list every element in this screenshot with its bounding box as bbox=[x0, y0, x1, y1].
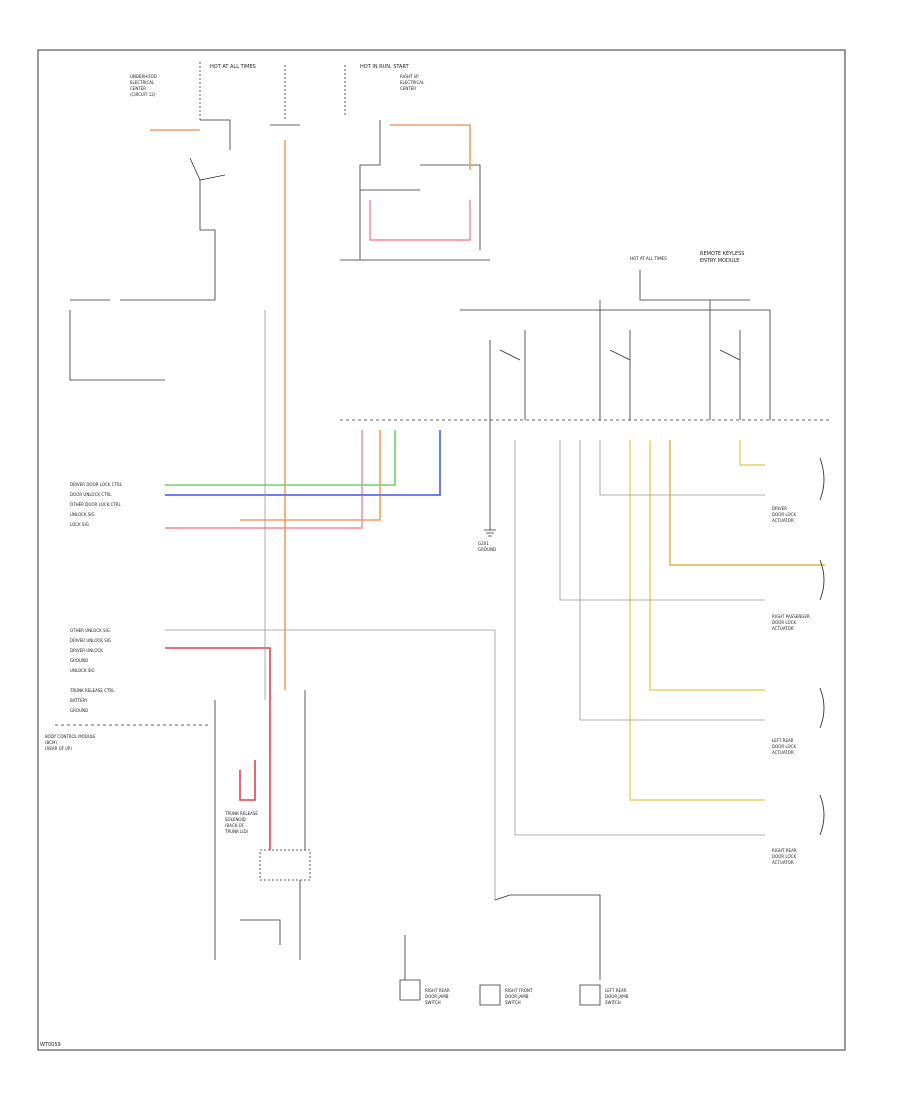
bcm-title-2: (BCM) bbox=[45, 740, 57, 745]
bottom-comp-rf-1: RIGHT FRONT bbox=[505, 988, 533, 993]
bcm-title-1: BODY CONTROL MODULE bbox=[45, 734, 96, 739]
actuator-rp-1: RIGHT PASSENGER bbox=[772, 614, 810, 619]
bcm-b2-4: UNLOCK SIG bbox=[70, 668, 95, 673]
actuator-lr-2: DOOR LOCK bbox=[772, 744, 796, 749]
trunk-area bbox=[214, 690, 311, 960]
bottom-comp-lr-2: DOOR JAMB bbox=[605, 994, 629, 999]
footer-code: WT0059 bbox=[40, 1042, 61, 1048]
bcm-b1-2: OTHER DOOR LOCK CTRL bbox=[70, 502, 122, 507]
bottom-comp-rf-3: SWITCH bbox=[505, 1000, 521, 1005]
wire-yellow bbox=[629, 440, 765, 801]
wire-green bbox=[165, 430, 396, 486]
wire-gray bbox=[165, 310, 765, 900]
actuator-rr-2: DOOR LOCK bbox=[772, 854, 796, 859]
actuator-rr-3: ACTUATOR bbox=[772, 860, 794, 865]
bcm-b2-0: OTHER UNLOCK SIG bbox=[70, 628, 110, 633]
bcm-b2-2: DRIVER UNLOCK bbox=[70, 648, 103, 653]
fuse-desc-left-1: UNDERHOOD bbox=[130, 74, 157, 79]
bcm-block3: TRUNK RELEASE CTRL BATTERY GROUND bbox=[69, 688, 115, 713]
hot-label-mid: HOT IN RUN, START bbox=[360, 64, 410, 70]
mid-comp-1: TRUNK RELEASE bbox=[224, 811, 258, 816]
right-desc-2: ENTRY MODULE bbox=[700, 258, 739, 264]
actuator-driver-2: DOOR LOCK bbox=[772, 512, 796, 517]
mid-comp-3: (BACK OF bbox=[225, 823, 245, 828]
bcm-b3-0: TRUNK RELEASE CTRL bbox=[69, 688, 115, 693]
bottom-comp-lr-3: SWITCH bbox=[605, 1000, 621, 1005]
bcm-b3-2: GROUND bbox=[70, 708, 88, 713]
mid-comp-2: SOLENOID bbox=[225, 817, 246, 822]
bcm-b2-1: DRIVER UNLOCK SIG bbox=[70, 638, 111, 643]
bottom-comp-rr-2: DOOR JAMB bbox=[425, 994, 449, 999]
actuator-rp-3: ACTUATOR bbox=[772, 626, 794, 631]
bcm-b1-3: UNLOCK SIG bbox=[70, 512, 95, 517]
right-desc-1: REMOTE KEYLESS bbox=[700, 251, 744, 257]
wire-orange bbox=[150, 124, 471, 690]
ground-label-1: G201 bbox=[478, 541, 489, 546]
ground-symbol bbox=[484, 520, 496, 537]
right-module bbox=[340, 270, 830, 520]
fuse-block-mid bbox=[340, 65, 490, 261]
bcm-title-3: (REAR OF I/P) bbox=[45, 746, 72, 751]
bottom-comp-rr-3: SWITCH bbox=[425, 1000, 441, 1005]
fuse-desc-mid-1: RIGHT I/P bbox=[400, 74, 419, 79]
fuse-desc-left-3: CENTER bbox=[130, 86, 146, 91]
wire-red bbox=[165, 647, 271, 850]
wire-blue bbox=[165, 430, 441, 496]
bottom-comp-rr-1: RIGHT REAR bbox=[425, 988, 450, 993]
actuator-lr-3: ACTUATOR bbox=[772, 750, 794, 755]
bcm-block2: OTHER UNLOCK SIG DRIVER UNLOCK SIG DRIVE… bbox=[70, 628, 111, 673]
actuator-driver-3: ACTUATOR bbox=[772, 518, 794, 523]
bottom-switches bbox=[399, 894, 601, 1006]
fuse-desc-left-4: (CIRCUIT 12) bbox=[130, 92, 156, 97]
bcm-b3-1: BATTERY bbox=[70, 698, 88, 703]
bottom-comp-rf-2: DOOR JAMB bbox=[505, 994, 529, 999]
diagram-border bbox=[37, 49, 846, 1051]
fuse-desc-left-2: ELECTRICAL bbox=[130, 80, 155, 85]
wire-dark-yellow bbox=[669, 440, 825, 566]
bcm-b2-3: GROUND bbox=[70, 658, 88, 663]
bcm-block1: DRIVER DOOR LOCK CTRL DOOR UNLOCK CTRL O… bbox=[70, 482, 123, 527]
bcm-b1-1: DOOR UNLOCK CTRL bbox=[70, 492, 112, 497]
actuator-lr-1: LEFT REAR bbox=[772, 738, 794, 743]
fuse-desc-mid-3: CENTER bbox=[400, 86, 416, 91]
actuators bbox=[819, 457, 825, 836]
bcm-b1-0: DRIVER DOOR LOCK CTRL bbox=[70, 482, 123, 487]
bottom-comp-lr-1: LEFT REAR bbox=[605, 988, 627, 993]
fuse-block-left bbox=[69, 62, 300, 381]
bcm-b1-4: LOCK SIG bbox=[70, 522, 89, 527]
hot-label-left: HOT AT ALL TIMES bbox=[210, 64, 256, 70]
actuator-rp-2: DOOR LOCK bbox=[772, 620, 796, 625]
actuator-rr-1: RIGHT REAR bbox=[772, 848, 797, 853]
fuse-desc-mid-2: ELECTRICAL bbox=[400, 80, 425, 85]
mid-comp-4: TRUNK LID) bbox=[224, 829, 249, 834]
right-hot-label: HOT AT ALL TIMES bbox=[630, 256, 667, 261]
wire-pink bbox=[165, 200, 471, 529]
actuator-driver-1: DRIVER bbox=[772, 506, 787, 511]
ground-label-2: GROUND bbox=[478, 547, 496, 552]
